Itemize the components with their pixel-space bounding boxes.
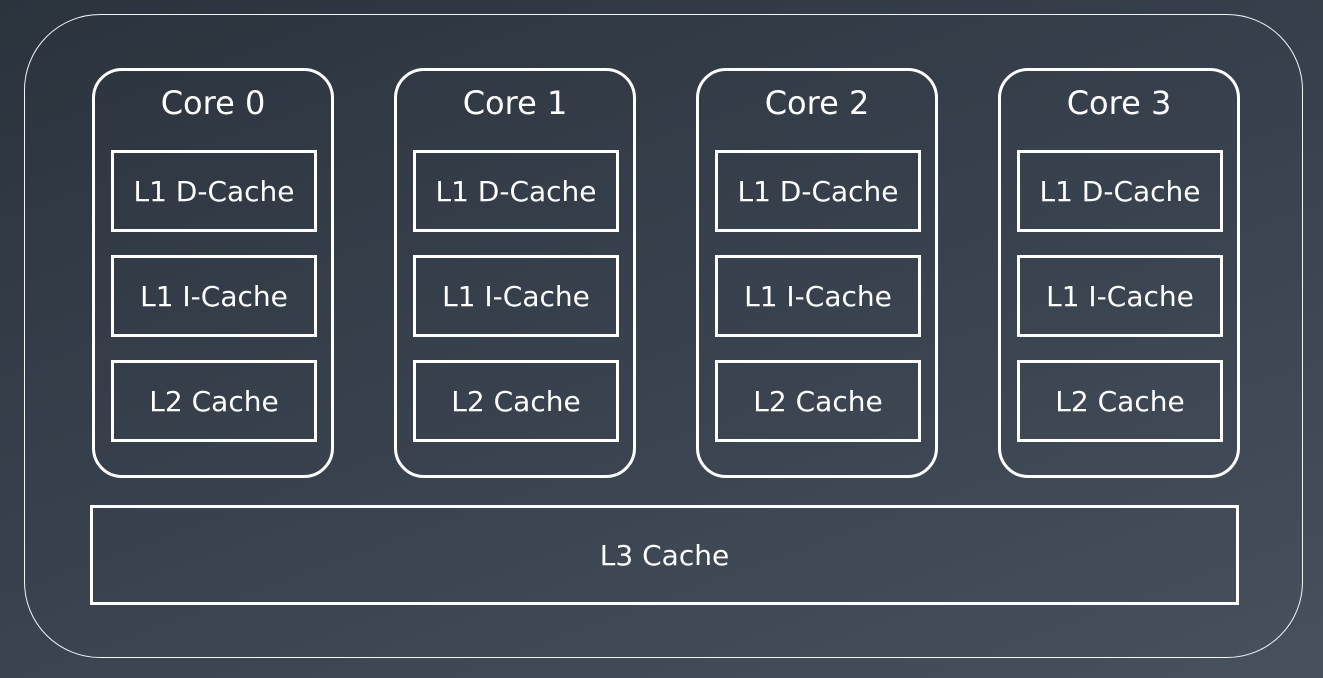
- cpu-package-outline: [24, 14, 1303, 658]
- core-0: Core 0 L1 D-Cache L1 I-Cache L2 Cache: [92, 68, 334, 478]
- l3-cache-label: L3 Cache: [599, 538, 730, 572]
- core-2: Core 2 L1 D-Cache L1 I-Cache L2 Cache: [696, 68, 938, 478]
- l1-d-cache: L1 D-Cache: [1017, 150, 1223, 232]
- core-title: Core 3: [1066, 84, 1172, 122]
- l1-d-cache: L1 D-Cache: [413, 150, 619, 232]
- core-title: Core 1: [462, 84, 568, 122]
- core-title: Core 0: [160, 84, 266, 122]
- l1-i-cache: L1 I-Cache: [111, 255, 317, 337]
- l1-i-cache: L1 I-Cache: [413, 255, 619, 337]
- l2-cache: L2 Cache: [413, 360, 619, 442]
- l3-cache: L3 Cache: [90, 505, 1239, 605]
- l1-d-cache: L1 D-Cache: [715, 150, 921, 232]
- core-1: Core 1 L1 D-Cache L1 I-Cache L2 Cache: [394, 68, 636, 478]
- l2-cache: L2 Cache: [715, 360, 921, 442]
- l2-cache: L2 Cache: [111, 360, 317, 442]
- core-title: Core 2: [764, 84, 870, 122]
- l1-i-cache: L1 I-Cache: [715, 255, 921, 337]
- l1-i-cache: L1 I-Cache: [1017, 255, 1223, 337]
- core-3: Core 3 L1 D-Cache L1 I-Cache L2 Cache: [998, 68, 1240, 478]
- l1-d-cache: L1 D-Cache: [111, 150, 317, 232]
- l2-cache: L2 Cache: [1017, 360, 1223, 442]
